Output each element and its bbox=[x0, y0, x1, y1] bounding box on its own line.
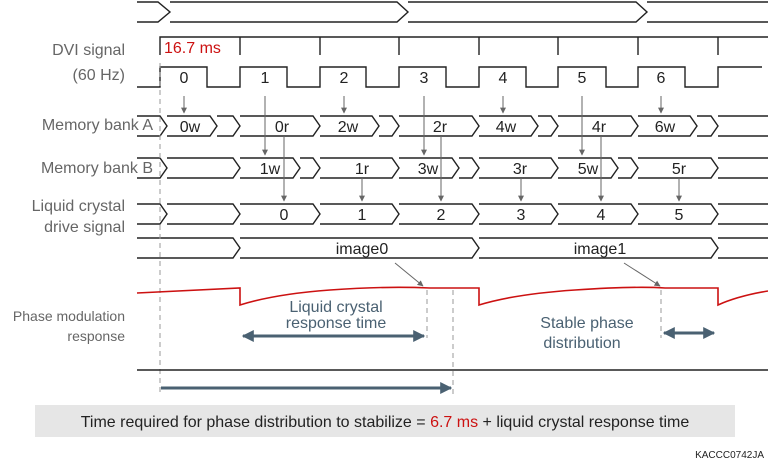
footer-suffix: + liquid crystal response time bbox=[478, 414, 689, 431]
lc-response-time-label-line1: Liquid crystal bbox=[289, 299, 382, 316]
memory-bank-b-cell: 3w bbox=[418, 161, 439, 178]
dvi-frame-number: 0 bbox=[180, 70, 189, 87]
dvi-frame-numbers: 0 1 2 3 4 5 6 bbox=[180, 70, 666, 87]
period-bar bbox=[159, 36, 768, 55]
lc-drive-cell: 2 bbox=[437, 207, 446, 224]
memory-bank-a-cell: 2w bbox=[338, 119, 359, 136]
footer-box bbox=[35, 405, 735, 437]
dvi-frame-number: 5 bbox=[578, 70, 587, 87]
stable-phase-label-line1: Stable phase bbox=[540, 315, 634, 332]
memory-bank-b-bus bbox=[137, 157, 768, 179]
dvi-frame-number: 6 bbox=[657, 70, 666, 87]
phase-response-label-line1: Phase modulation bbox=[13, 308, 125, 324]
dvi-frame-number: 4 bbox=[499, 70, 508, 87]
memory-bank-b-cell: 1w bbox=[260, 161, 281, 178]
memory-bank-a-label: Memory bank A bbox=[42, 117, 153, 134]
footer-prefix: Time required for phase distribution to … bbox=[81, 414, 430, 431]
phase-response-curve bbox=[136, 286, 768, 307]
dvi-signal-label: DVI signal bbox=[52, 42, 125, 59]
dvi-frame-number: 1 bbox=[261, 70, 270, 87]
lc-drive-label-line1: Liquid crystal bbox=[32, 198, 125, 215]
footer-formula: Time required for phase distribution to … bbox=[81, 414, 690, 431]
memory-bank-a-cell: 0r bbox=[275, 119, 290, 136]
memory-bank-a-cell: 4w bbox=[496, 119, 517, 136]
memory-bank-a-bus bbox=[137, 115, 768, 137]
dvi-frame-number: 2 bbox=[340, 70, 349, 87]
lc-drive-cell: 5 bbox=[675, 207, 684, 224]
lc-drive-bus bbox=[137, 203, 768, 225]
stable-phase-label-line2: distribution bbox=[543, 335, 620, 352]
image-bus bbox=[137, 237, 768, 259]
dvi-frequency-label: (60 Hz) bbox=[73, 67, 125, 84]
memory-bank-a-cell: 0w bbox=[180, 119, 201, 136]
memory-bank-b-cells: 1w 1r 3w 3r 5w 5r bbox=[260, 161, 687, 178]
lc-drive-cell: 1 bbox=[358, 207, 367, 224]
memory-bank-b-label: Memory bank B bbox=[41, 160, 153, 177]
memory-bank-a-cells: 0w 0r 2w 2r 4w 4r 6w bbox=[180, 119, 676, 136]
period-label: 16.7 ms bbox=[164, 40, 221, 57]
lc-response-time-label-line2: response time bbox=[286, 315, 387, 332]
memory-bank-a-cell: 4r bbox=[592, 119, 607, 136]
flow-arrows bbox=[181, 96, 682, 287]
lc-drive-cell: 0 bbox=[280, 207, 289, 224]
flow-arrow bbox=[623, 262, 661, 287]
memory-bank-b-cell: 5r bbox=[672, 161, 687, 178]
memory-bank-a-cell: 6w bbox=[655, 119, 676, 136]
lc-drive-cells: 0 1 2 3 4 5 bbox=[280, 207, 684, 224]
flow-arrow bbox=[394, 262, 424, 287]
lc-drive-label-line2: drive signal bbox=[44, 219, 125, 236]
lc-drive-cell: 3 bbox=[517, 207, 526, 224]
memory-bank-a-cell: 2r bbox=[433, 119, 448, 136]
dashed-guides bbox=[159, 63, 662, 398]
image-label: image0 bbox=[336, 241, 389, 258]
figure-code: KACCC0742JA bbox=[695, 450, 764, 461]
dvi-frame-number: 3 bbox=[420, 70, 429, 87]
top-bus-signal bbox=[137, 1, 768, 23]
dvi-waveform bbox=[137, 66, 762, 88]
phase-response-label-line2: response bbox=[67, 328, 125, 344]
memory-bank-b-cell: 1r bbox=[355, 161, 370, 178]
lc-drive-cell: 4 bbox=[597, 207, 606, 224]
footer-value: 6.7 ms bbox=[430, 414, 478, 431]
memory-bank-b-cell: 5w bbox=[578, 161, 599, 178]
image-label: image1 bbox=[574, 241, 627, 258]
memory-bank-b-cell: 3r bbox=[513, 161, 528, 178]
